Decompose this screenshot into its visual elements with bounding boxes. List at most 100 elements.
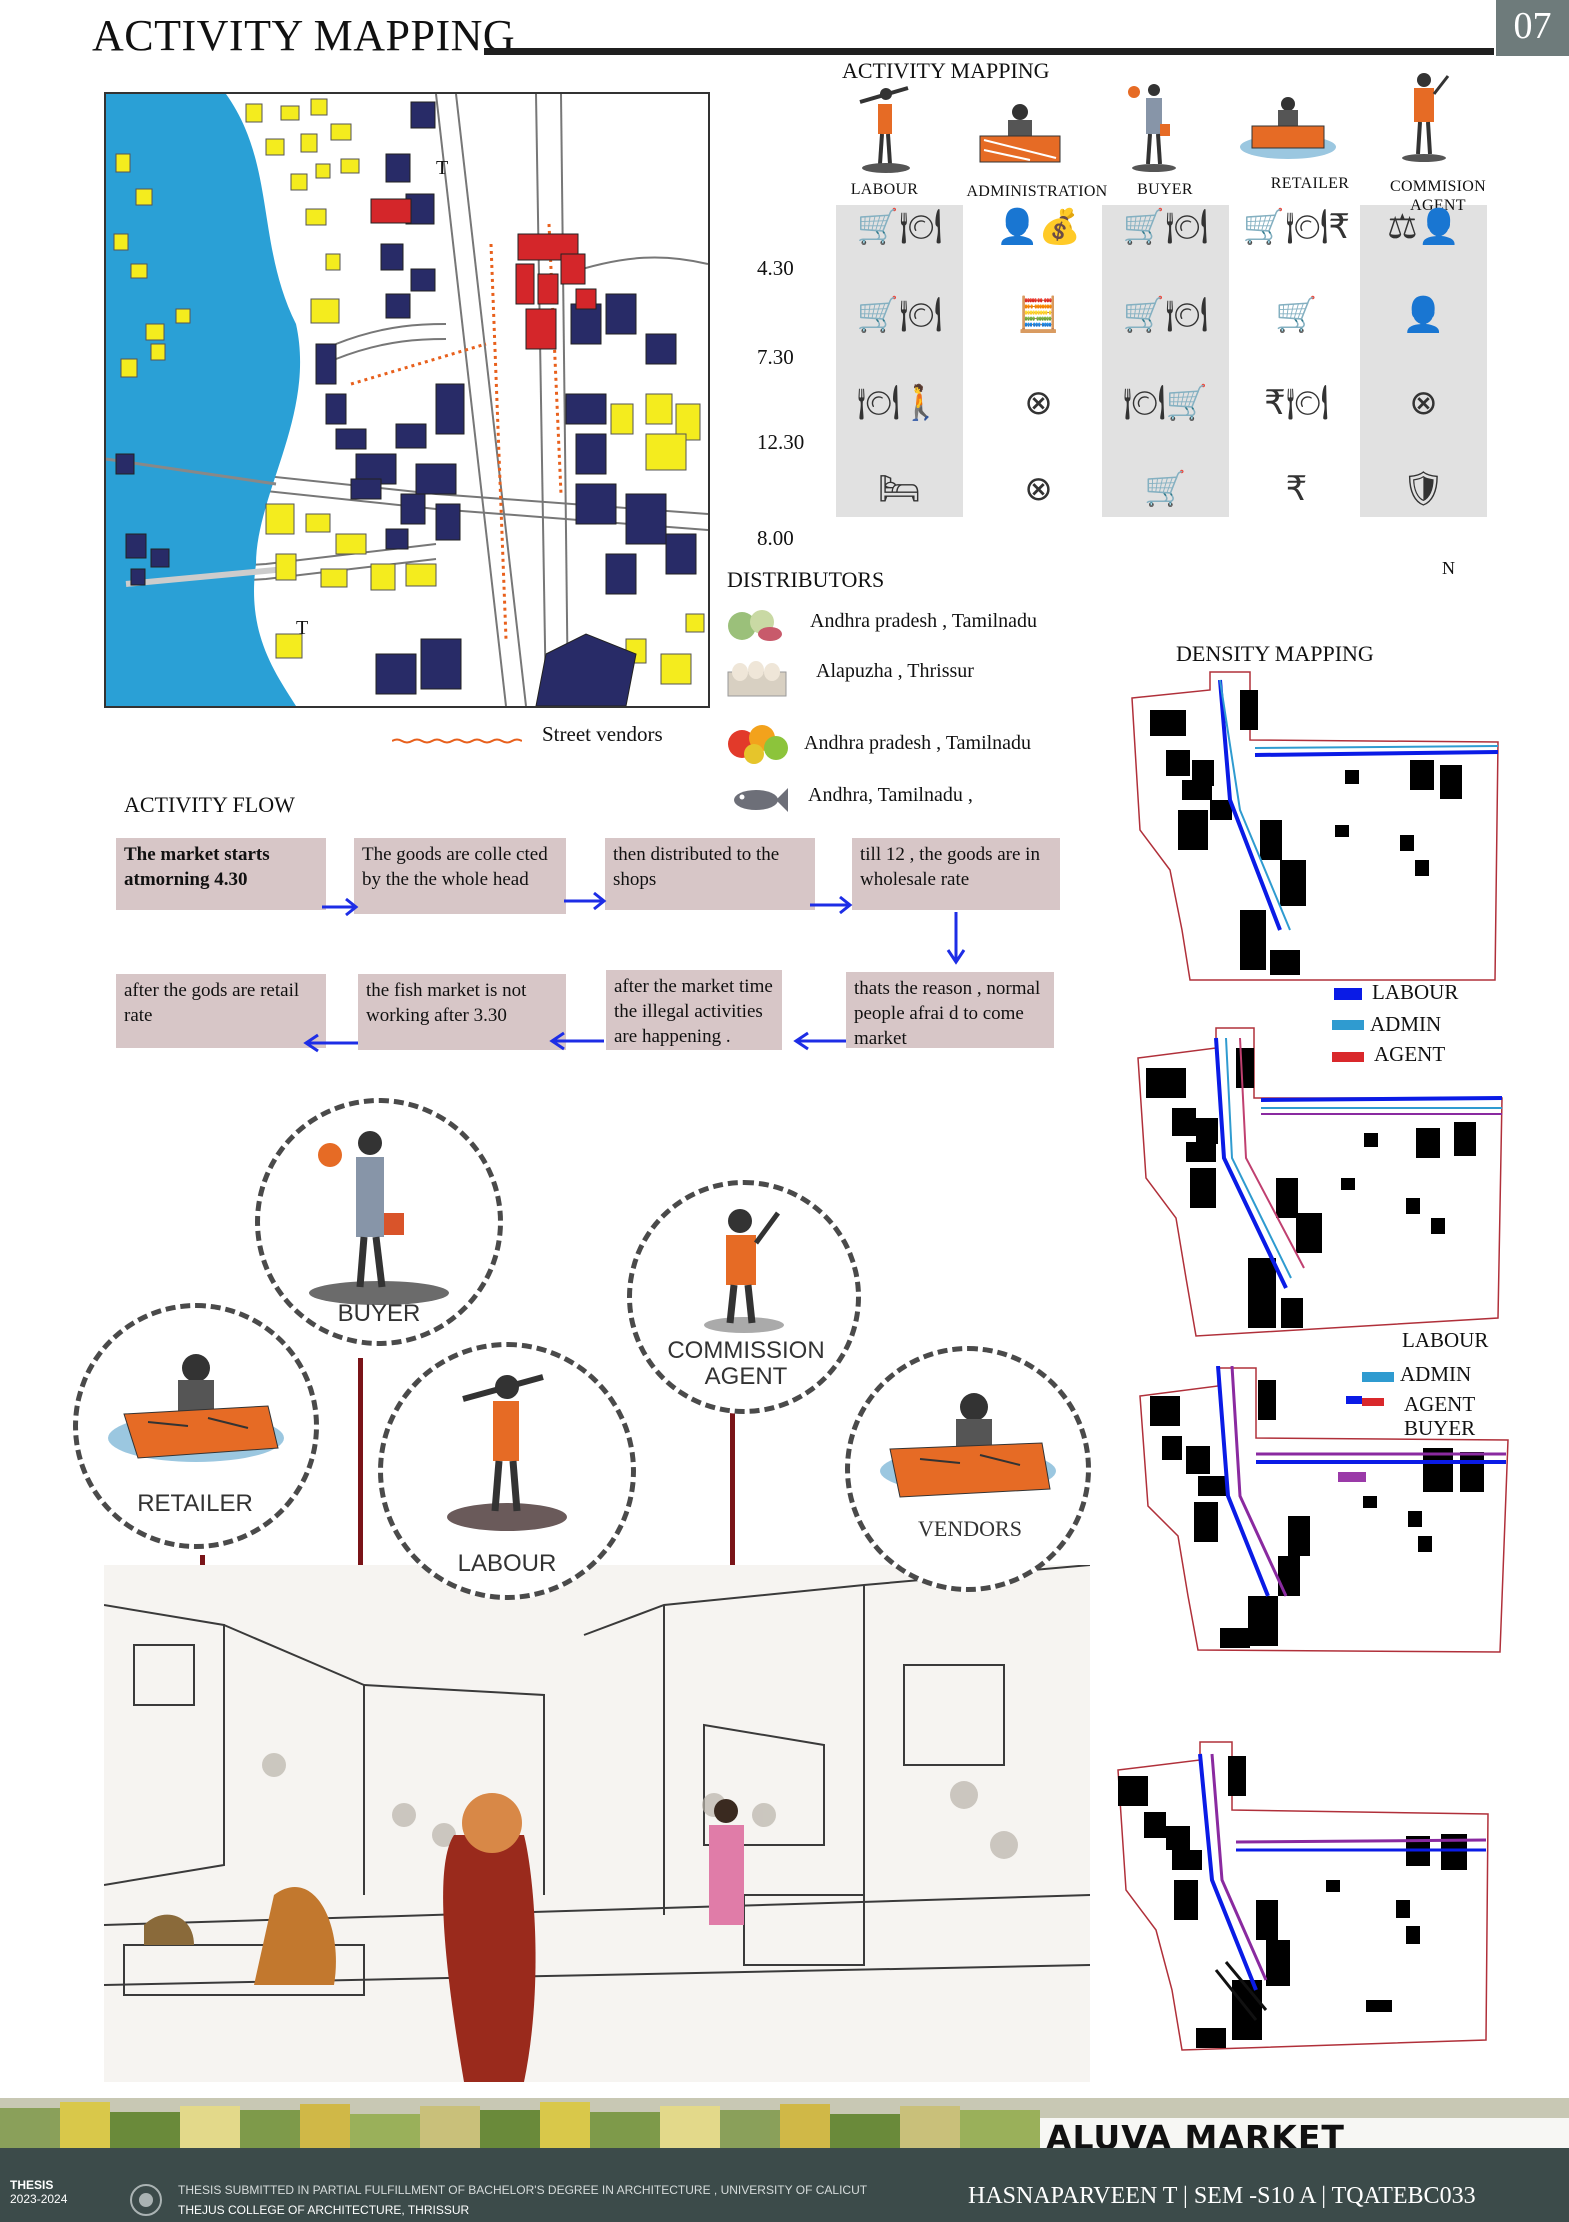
- flow-step: the fish market is not working after 3.3…: [358, 974, 566, 1050]
- buyer-column: [1102, 205, 1229, 517]
- title-rule: [484, 48, 1494, 55]
- role-label-commission-agent: COMMISSION AGENT: [667, 1337, 825, 1390]
- thesis-label-text: THESIS: [10, 2178, 54, 2192]
- legend-swatch-admin: [1332, 1020, 1364, 1030]
- distributor-text: Andhra pradesh , Tamilnadu: [804, 732, 1032, 754]
- distributors-title: DISTRIBUTORS: [727, 567, 885, 592]
- buyer-figure-icon: [309, 1131, 449, 1305]
- role-label-administration: ADMINISTRATION: [966, 183, 1108, 200]
- legend-swatch-admin: [1362, 1372, 1394, 1382]
- footer-market-strip: [0, 2098, 1569, 2148]
- page-number: 07: [1496, 0, 1569, 56]
- activity-cell-icon: ⊗: [1024, 469, 1053, 509]
- activity-cell-icon: 👤💰: [996, 207, 1081, 247]
- footer-band: [0, 2148, 1569, 2222]
- flow-step: The market starts atmorning 4.30: [116, 838, 326, 910]
- flow-step: till 12 , the goods are in wholesale rat…: [852, 838, 1060, 910]
- activity-cell-icon: 🛒🍽: [856, 207, 943, 247]
- legend-swatch-agent: [1332, 1052, 1364, 1062]
- activity-cell-icon: 🍽🛒: [1122, 383, 1209, 423]
- flow-arrow-right-icon: [810, 895, 853, 915]
- activity-cell-icon: 🛒🍽: [1122, 295, 1209, 335]
- flow-arrow-right-icon: [322, 897, 359, 917]
- role-label-labour: LABOUR: [850, 181, 919, 198]
- activity-cell-icon: ⊗: [1409, 383, 1438, 423]
- agent-column: [1360, 205, 1487, 517]
- vendor-figure-icon: [880, 1393, 1056, 1498]
- density-map: [1117, 1741, 1489, 2051]
- density-legend-label: LABOUR: [1402, 1328, 1489, 1352]
- density-map: [1139, 1366, 1509, 1653]
- legend-swatch-agent: [1362, 1398, 1384, 1406]
- flow-arrow-left-icon: [549, 1031, 604, 1051]
- flow-step: after the market time the illegal activi…: [606, 970, 782, 1050]
- density-mapping-title: DENSITY MAPPING: [1176, 641, 1374, 666]
- thesis-year: 2023-2024: [10, 2192, 68, 2206]
- activity-cell-icon: 🧮: [1017, 295, 1060, 335]
- role-label-buyer: BUYER: [1137, 181, 1193, 198]
- density-map: [1131, 671, 1499, 981]
- activity-flow-title: ACTIVITY FLOW: [124, 792, 295, 817]
- role-circle-labour: [378, 1342, 636, 1600]
- activity-cell-icon: 🛒🍽₹: [1242, 207, 1351, 247]
- density-legend-label: ADMIN: [1400, 1362, 1472, 1386]
- distributor-text: Andhra pradesh , Tamilnadu: [810, 610, 1038, 632]
- fish-icon: [734, 788, 788, 812]
- street-vendor-legend-label: Street vendors: [542, 722, 663, 746]
- role-label-vendors: VENDORS: [918, 1516, 1022, 1541]
- commission-agent-figure-icon: [704, 1209, 784, 1333]
- administration-figure-icon: [979, 104, 1061, 163]
- role-label-retailer: RETAILER: [1270, 175, 1350, 192]
- vegetables-icon: [728, 610, 782, 641]
- flow-arrow-down-icon: [946, 912, 966, 965]
- flow-arrow-right-icon: [564, 891, 607, 911]
- time-label: 4.30: [757, 256, 794, 280]
- activity-cell-icon: 🛒🍽: [1122, 207, 1209, 247]
- time-label: 8.00: [757, 526, 794, 550]
- submission-text: THESIS SUBMITTED IN PARTIAL FULFILLMENT …: [178, 2183, 868, 2197]
- labour-figure-icon: [447, 1374, 567, 1531]
- thesis-label: THESIS 2023-2024: [10, 2178, 67, 2206]
- density-legend-label: ADMIN: [1370, 1012, 1442, 1036]
- role-circle-buyer: [255, 1098, 503, 1346]
- density-legend-label: BUYER: [1404, 1416, 1476, 1440]
- activity-cell-icon: ⚖👤: [1387, 207, 1460, 247]
- activity-cell-icon: ₹🍽: [1264, 383, 1329, 423]
- labour-column: [836, 205, 963, 517]
- commission-agent-figure-icon: [1402, 73, 1450, 162]
- retailer-figure-icon: [1240, 97, 1336, 159]
- labour-figure: [443, 1835, 536, 2082]
- activity-cell-icon: 🍽🚶: [856, 383, 943, 423]
- street-vendor-legend-line: [392, 738, 522, 744]
- site-map: T T: [104, 92, 710, 708]
- north-indicator: N: [1442, 558, 1455, 578]
- fruits-icon: [728, 725, 788, 764]
- flow-arrow-left-icon: [303, 1033, 358, 1053]
- activity-matrix-title: ACTIVITY MAPPING: [842, 58, 1050, 83]
- college-name: THEJUS COLLEGE OF ARCHITECTURE, THRISSUR: [178, 2203, 470, 2217]
- density-legend-label: AGENT: [1374, 1042, 1446, 1066]
- role-label-labour: LABOUR: [457, 1550, 557, 1577]
- activity-cell-icon: 🛒: [1144, 469, 1187, 509]
- role-circle-commission-agent: [627, 1180, 861, 1414]
- thesis-info: THESIS SUBMITTED IN PARTIAL FULFILLMENT …: [178, 2180, 867, 2220]
- role-circle-vendors: [845, 1346, 1091, 1592]
- role-circle-retailer: [73, 1303, 319, 1549]
- role-label-commission-agent: COMMISION AGENT: [1389, 178, 1487, 214]
- labour-figure-icon: [859, 86, 910, 173]
- density-legend-label: AGENT: [1404, 1392, 1476, 1416]
- flow-step: The goods are colle cted by the the whol…: [354, 838, 566, 914]
- role-label-buyer: BUYER: [337, 1300, 421, 1327]
- activity-cell-icon: 🛒: [1275, 295, 1318, 335]
- river: [106, 94, 301, 706]
- flow-step: thats the reason , normal people afrai d…: [846, 972, 1054, 1049]
- activity-cell-icon: ₹: [1285, 469, 1308, 509]
- map-marker-t: T: [436, 157, 448, 179]
- flow-step: then distributed to the shops: [605, 838, 815, 910]
- legend-swatch-labour: [1346, 1396, 1362, 1404]
- distributor-text: Andhra, Tamilnadu ,: [808, 784, 973, 806]
- role-label-retailer: RETAILER: [137, 1490, 253, 1517]
- activity-cell-icon: 👤: [1402, 295, 1445, 335]
- activity-cell-icon: ⊗: [1024, 383, 1053, 423]
- buyer-figure-icon: [1128, 84, 1176, 172]
